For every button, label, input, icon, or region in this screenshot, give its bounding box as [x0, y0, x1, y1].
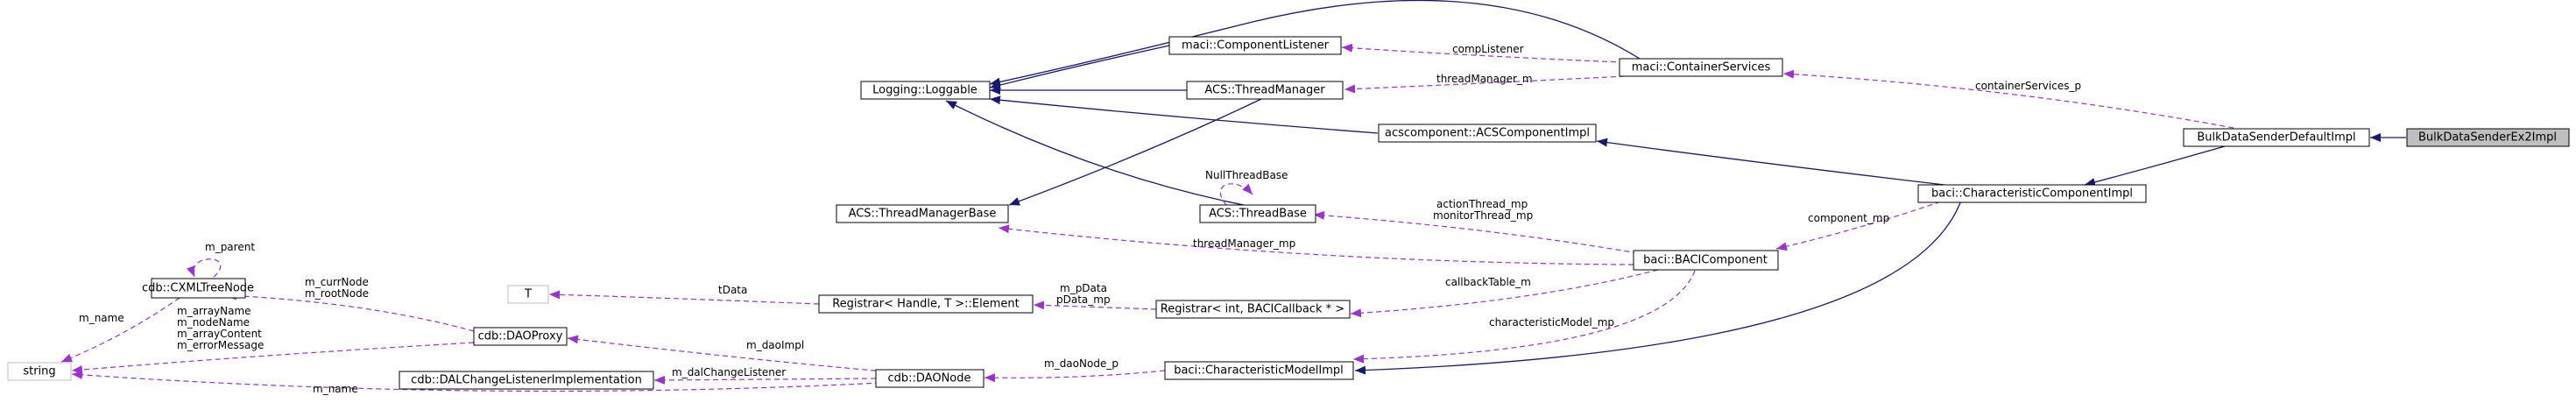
node-cxmltreenode[interactable]: cdb::CXMLTreeNode	[142, 278, 254, 299]
label-actionthread: actionThread_mp	[1436, 198, 1528, 210]
edge-thread-mp	[1313, 210, 1639, 254]
label-complistener: compListener	[1452, 43, 1524, 55]
node-containerservices[interactable]: maci::ContainerServices	[1619, 58, 1783, 77]
node-label: Logging::Loggable	[872, 84, 977, 97]
label-pdata-mp: pData_mp	[1056, 293, 1111, 306]
label-threadmanager-m: threadManager_m	[1436, 73, 1533, 85]
edge-daonode-p	[984, 370, 1166, 383]
node-label: baci::CharacteristicComponentImpl	[1931, 187, 2133, 201]
label-pdata: m_pData	[1060, 282, 1107, 294]
label-nodename: m_nodeName	[177, 316, 250, 329]
label-rootnode: m_rootNode	[305, 287, 369, 300]
node-acscomponentimpl[interactable]: acscomponent::ACSComponentImpl	[1378, 124, 1597, 143]
node-bulkdatasenderex2impl[interactable]: BulkDataSenderEx2Impl	[2406, 128, 2570, 147]
edge-acscomponent-to-loggable	[989, 95, 1379, 134]
label-callbacktable: callbackTable_m	[1445, 276, 1531, 288]
edge-callbacktable	[1350, 269, 1659, 318]
label-nullthreadbase: NullThreadBase	[1205, 169, 1288, 181]
node-label: T	[524, 288, 532, 301]
edge-charmodel-to-charcomponent	[1354, 197, 1963, 375]
node-daoproxy[interactable]: cdb::DAOProxy	[473, 327, 568, 346]
label-daonode-p: m_daoNode_p	[1044, 357, 1119, 370]
node-label: cdb::CXMLTreeNode	[142, 282, 254, 295]
label-m-name-xml: m_name	[79, 312, 124, 324]
node-bulkdatasenderdefaultimpl[interactable]: BulkDataSenderDefaultImpl	[2183, 128, 2370, 147]
node-label: Registrar< Handle, T >::Element	[832, 298, 1020, 311]
edge-complistener	[1341, 43, 1643, 64]
node-threadmanagerbase[interactable]: ACS::ThreadManagerBase	[836, 204, 1009, 223]
node-dalchangelistenerimplementation[interactable]: cdb::DALChangeListenerImplementation	[399, 371, 654, 390]
edge-m-name-xml	[60, 297, 180, 363]
edge-containerservices-to-loggable	[989, 0, 1641, 87]
edge-currnode	[225, 291, 475, 332]
edge-threadmanager-mp	[998, 224, 1634, 265]
edge-containerservices-p	[1782, 69, 2234, 129]
node-componentlistener[interactable]: maci::ComponentListener	[1168, 36, 1342, 55]
node-label: cdb::DAONode	[887, 372, 970, 385]
label-arrayname: m_arrayName	[177, 305, 251, 317]
label-dalchangelistener: m_dalChangeListener	[672, 366, 786, 378]
label-m-parent: m_parent	[205, 241, 255, 253]
edge-threadmanager-to-threadmanagerbase	[1008, 98, 1262, 206]
edge-default-to-charcomponent	[2084, 145, 2226, 187]
edge-daoimpl	[567, 335, 886, 372]
node-characteristiccomponentimpl[interactable]: baci::CharacteristicComponentImpl	[1917, 184, 2147, 203]
node-threadbase[interactable]: ACS::ThreadBase	[1199, 204, 1316, 223]
node-label: cdb::DAOProxy	[478, 330, 563, 343]
label-monitorthread: monitorThread_mp	[1433, 209, 1533, 222]
edge-tdata	[548, 290, 820, 305]
node-label: ACS::ThreadManager	[1204, 84, 1325, 97]
edge-charcomponent-to-acscomponent	[1596, 138, 1945, 186]
node-label: ACS::ThreadManagerBase	[849, 208, 997, 221]
edge-m-name-daonode	[71, 370, 881, 392]
label-characteristicmodel: characteristicModel_mp	[1489, 316, 1614, 329]
node-label: maci::ContainerServices	[1632, 61, 1771, 74]
node-threadmanager[interactable]: ACS::ThreadManager	[1186, 81, 1344, 100]
edge-component-mp	[1775, 198, 1950, 251]
node-characteristicmodelimpl[interactable]: baci::CharacteristicModelImpl	[1164, 361, 1354, 380]
node-t[interactable]: T	[507, 285, 549, 304]
label-m-name-daonode: m_name	[313, 383, 358, 395]
edge-m-parent-self	[187, 258, 222, 288]
label-containerservices-p: containerServices_p	[1975, 80, 2081, 92]
edge-threadbase-to-loggable	[945, 100, 1245, 206]
node-loggable[interactable]: Logging::Loggable	[860, 81, 991, 100]
edge-pdata	[1033, 300, 1157, 310]
node-daonode[interactable]: cdb::DAONode	[875, 369, 985, 388]
node-label: cdb::DALChangeListenerImplementation	[411, 374, 642, 387]
node-bacicomponent[interactable]: baci::BACIComponent	[1633, 250, 1779, 271]
node-label: string	[23, 365, 55, 378]
node-label: BulkDataSenderDefaultImpl	[2197, 131, 2355, 145]
label-tdata: tData	[718, 284, 747, 296]
label-component-mp: component_mp	[1808, 212, 1889, 224]
node-label: Registrar< int, BACICallback * >	[1161, 303, 1344, 316]
edge-nullthreadbase-self	[1219, 183, 1253, 206]
node-registrar-int[interactable]: Registrar< int, BACICallback * >	[1155, 300, 1351, 319]
node-string[interactable]: string	[7, 362, 72, 381]
label-threadmanager-mp: threadManager_mp	[1193, 237, 1295, 250]
node-label: maci::ComponentListener	[1182, 39, 1330, 53]
label-errormessage: m_errorMessage	[177, 339, 264, 351]
node-label: ACS::ThreadBase	[1209, 208, 1307, 221]
label-daoimpl: m_daoImpl	[746, 339, 804, 351]
edge-componentlistener-to-loggable	[989, 45, 1170, 89]
edge-arraynames	[71, 342, 475, 374]
label-currnode: m_currNode	[305, 276, 369, 288]
node-label: BulkDataSenderEx2Impl	[2418, 131, 2557, 145]
label-arraycontent: m_arrayContent	[177, 328, 262, 340]
node-registrar-handle[interactable]: Registrar< Handle, T >::Element	[818, 294, 1034, 314]
edge-dalchangelistener	[653, 375, 877, 385]
edge-threadmanager-m	[1344, 74, 1643, 94]
node-label: acscomponent::ACSComponentImpl	[1385, 127, 1590, 140]
node-label: baci::CharacteristicModelImpl	[1174, 364, 1344, 378]
node-label: baci::BACIComponent	[1643, 254, 1768, 267]
